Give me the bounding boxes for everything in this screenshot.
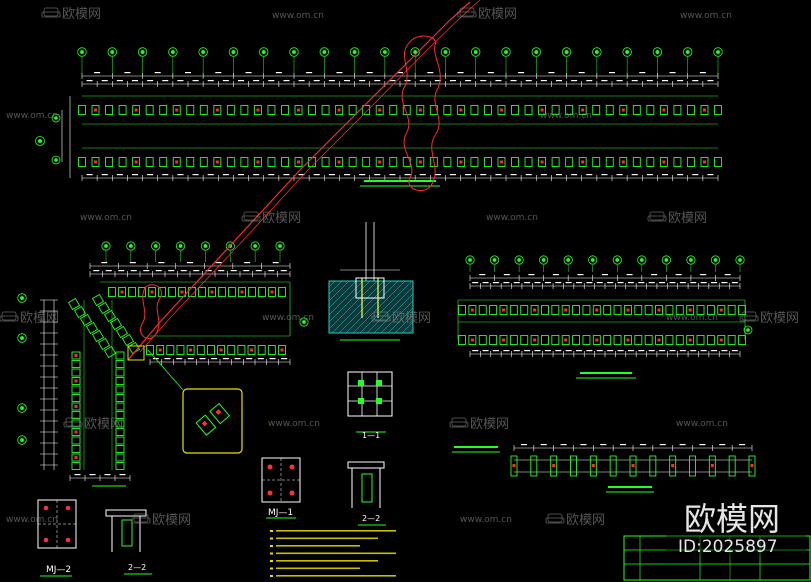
- section-2-2-left-detail: [105, 509, 152, 575]
- corner-detail-frame: [147, 349, 243, 454]
- mj2-label: MJ—2: [46, 565, 71, 575]
- watermark-url-text: www.om.cn: [6, 515, 58, 525]
- mj1-embed-plate-detail: [261, 457, 301, 519]
- section-2-2-mid-detail: [347, 461, 386, 526]
- om-sofa-logo-icon: [371, 311, 391, 322]
- watermark-brand-text: 欧模网: [478, 7, 517, 22]
- left-l-shaped-layout-plan: [17, 241, 309, 487]
- watermark-url-text: www.om.cn: [676, 419, 728, 429]
- watermark-brand-text: 欧模网: [84, 417, 123, 432]
- design-notes-block: [270, 530, 396, 577]
- om-sofa-logo-icon: [647, 211, 667, 222]
- watermark-brand-text: 欧模网: [20, 311, 59, 326]
- om-sofa-logo-icon: [457, 7, 477, 18]
- foundation-section-detail: [328, 222, 414, 341]
- om-sofa-logo-icon: [0, 311, 19, 322]
- watermark-url-text: www.om.cn: [540, 111, 592, 121]
- watermark-brand-text: 欧模网: [62, 7, 101, 22]
- top-column-layout-plan: [35, 47, 723, 187]
- watermark-url-text: www.om.cn: [262, 313, 314, 323]
- watermark-url-text: www.om.cn: [666, 313, 718, 323]
- badge-brand-text: 欧模网: [684, 500, 780, 538]
- om-sofa-logo-icon: [739, 311, 759, 322]
- watermark-url-text: www.om.cn: [80, 213, 132, 223]
- watermark-brand-text: 欧模网: [392, 311, 431, 326]
- watermark-url-text: www.om.cn: [272, 11, 324, 21]
- watermark-url-text: www.om.cn: [6, 111, 58, 121]
- om-sofa-logo-icon: [449, 417, 469, 428]
- watermark-brand-text: 欧模网: [566, 513, 605, 528]
- watermark-brand-text: 欧模网: [152, 513, 191, 528]
- om-sofa-logo-icon: [131, 513, 151, 524]
- right-column-layout-plan: [457, 255, 753, 379]
- om-sofa-logo-icon: [63, 417, 83, 428]
- mj1-label: MJ—1: [268, 508, 293, 518]
- watermark-brand-text: 欧模网: [760, 311, 799, 326]
- watermark-url-text: www.om.cn: [268, 419, 320, 429]
- watermark-brand-text: 欧模网: [262, 211, 301, 226]
- section-2-2-left-label: 2—2: [128, 563, 146, 572]
- title-block: [623, 535, 811, 581]
- section-cut-line: [127, 0, 481, 361]
- watermark-brand-text: 欧模网: [470, 417, 509, 432]
- watermark-brand-text: 欧模网: [668, 211, 707, 226]
- om-sofa-logo-icon: [545, 513, 565, 524]
- section-1-1-detail: [347, 371, 393, 433]
- section-2-2-mid-label: 2—2: [362, 514, 380, 523]
- section-1-1-label: 1—1: [362, 431, 380, 440]
- om-sofa-logo-icon: [241, 211, 261, 222]
- watermark-layer: 欧模网欧模网欧模网欧模网欧模网欧模网欧模网欧模网欧模网欧模网欧模网www.om.…: [0, 7, 799, 528]
- brand-badge: [666, 494, 806, 556]
- watermark-url-text: www.om.cn: [486, 213, 538, 223]
- badge-id-text: ID:2025897: [678, 537, 778, 557]
- bottom-strip-elevation: [452, 444, 756, 493]
- om-sofa-logo-icon: [41, 7, 61, 18]
- mj2-embed-plate-detail: [37, 499, 77, 577]
- watermark-url-text: www.om.cn: [460, 515, 512, 525]
- watermark-url-text: www.om.cn: [680, 11, 732, 21]
